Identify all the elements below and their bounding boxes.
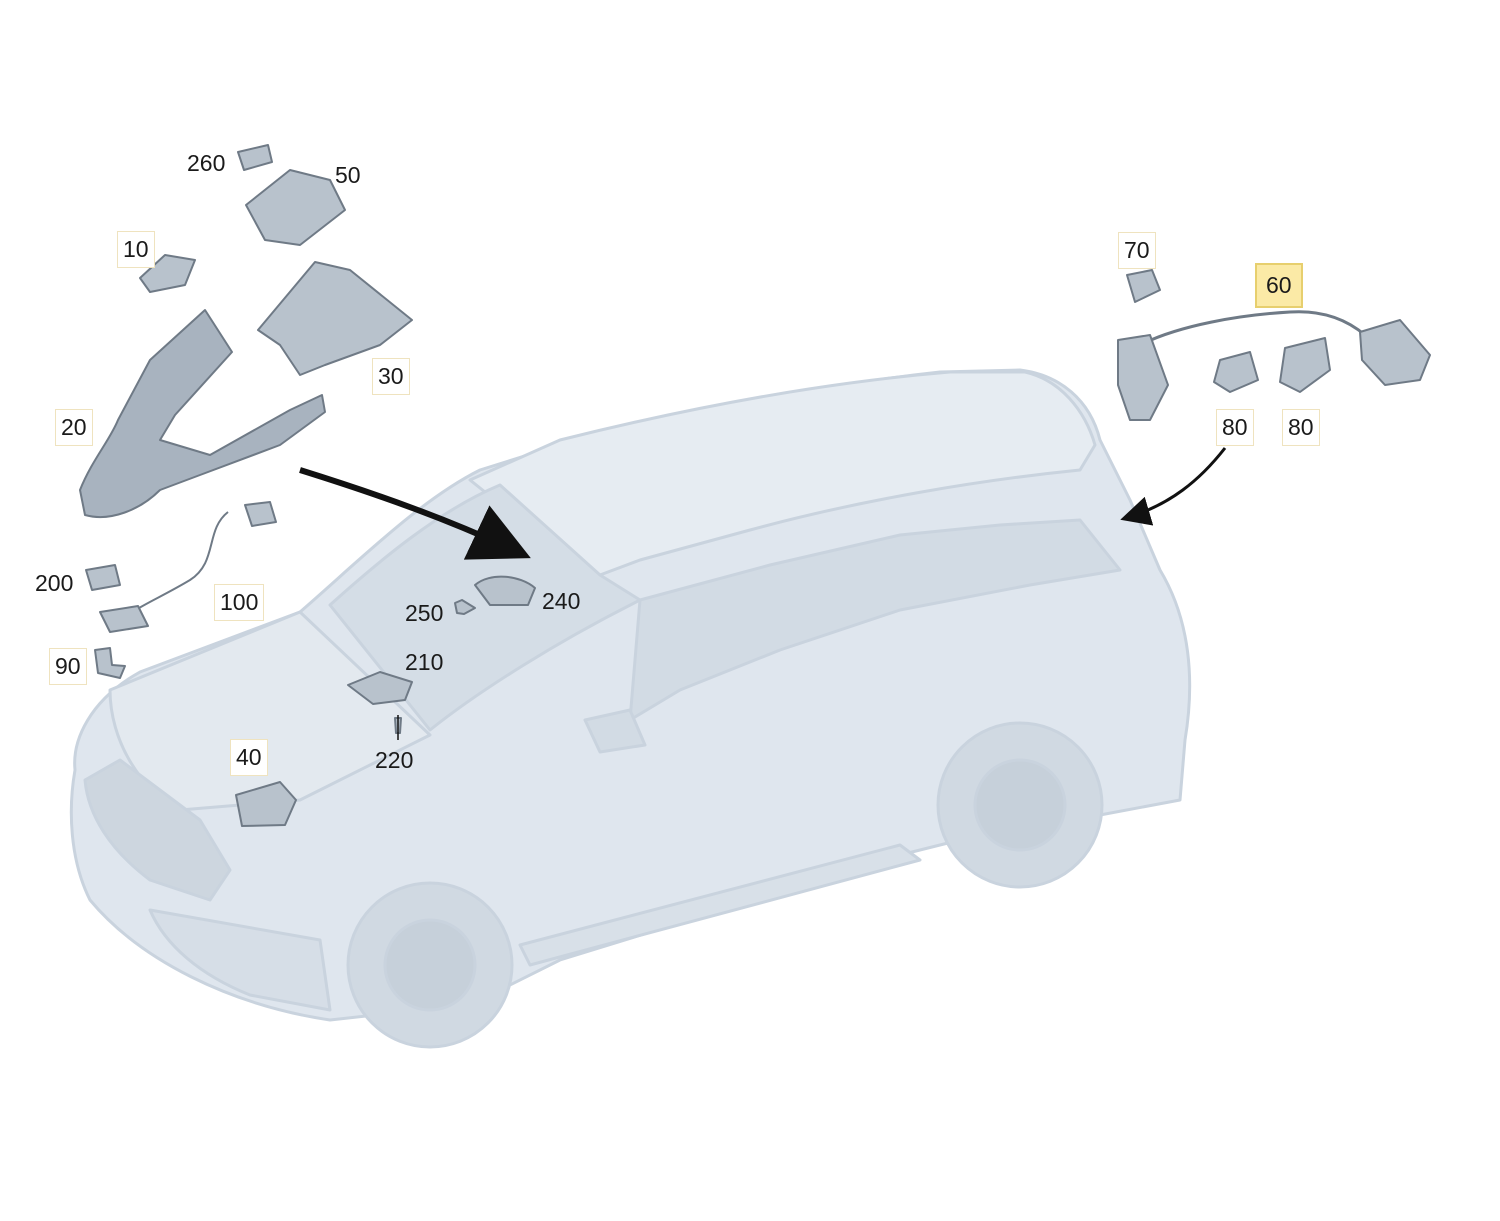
part-80a: [1213, 351, 1259, 393]
part-100-connector: [244, 501, 277, 527]
vehicle-side-mirror: [583, 708, 647, 754]
part-240: [474, 575, 536, 606]
callout-250[interactable]: 250: [405, 600, 444, 626]
part-200: [85, 564, 121, 591]
vehicle-rear-hub: [973, 758, 1067, 852]
part-10: [139, 254, 196, 293]
vehicle-front-hub: [383, 918, 477, 1012]
vehicle-illustration: [69, 368, 1192, 1049]
part-250: [454, 599, 476, 615]
callout-240[interactable]: 240: [542, 588, 581, 614]
part-40: [235, 781, 297, 827]
part-60-connector: [1117, 334, 1169, 421]
part-210: [347, 671, 413, 705]
part-30: [257, 261, 413, 376]
callout-70[interactable]: 70: [1118, 232, 1156, 269]
callout-40[interactable]: 40: [230, 739, 268, 776]
part-100-harness: [124, 511, 229, 619]
callout-80-left[interactable]: 80: [1216, 409, 1254, 446]
vehicle-grille: [83, 758, 232, 902]
vehicle-side-windows: [628, 518, 1122, 722]
vehicle-roof: [468, 370, 1097, 577]
callout-100[interactable]: 100: [214, 584, 265, 621]
part-60-harness: [1139, 310, 1366, 347]
vehicle-front-bumper: [148, 908, 332, 1012]
part-50: [245, 169, 346, 246]
callout-210[interactable]: 210: [405, 649, 444, 675]
callout-200[interactable]: 200: [35, 570, 74, 596]
callout-220[interactable]: 220: [375, 747, 414, 773]
part-260: [237, 144, 273, 171]
parts-group: [79, 144, 1431, 827]
part-90: [94, 647, 126, 679]
part-60-camera: [1359, 319, 1431, 386]
part-80b: [1279, 337, 1331, 393]
callout-260[interactable]: 260: [187, 150, 226, 176]
callout-80-right[interactable]: 80: [1282, 409, 1320, 446]
callout-60-selected[interactable]: 60: [1255, 263, 1303, 308]
callout-10[interactable]: 10: [117, 231, 155, 268]
callout-50[interactable]: 50: [335, 162, 361, 188]
part-100-camera: [99, 605, 149, 633]
part-20: [79, 309, 326, 519]
callout-30[interactable]: 30: [372, 358, 410, 395]
arrow-mirror-to-windshield: [299, 467, 531, 560]
part-70: [1126, 269, 1161, 303]
callout-90[interactable]: 90: [49, 648, 87, 685]
arrow-harness-to-tailgate: [1120, 447, 1227, 526]
vehicle-running-board: [518, 843, 922, 967]
callout-20[interactable]: 20: [55, 409, 93, 446]
